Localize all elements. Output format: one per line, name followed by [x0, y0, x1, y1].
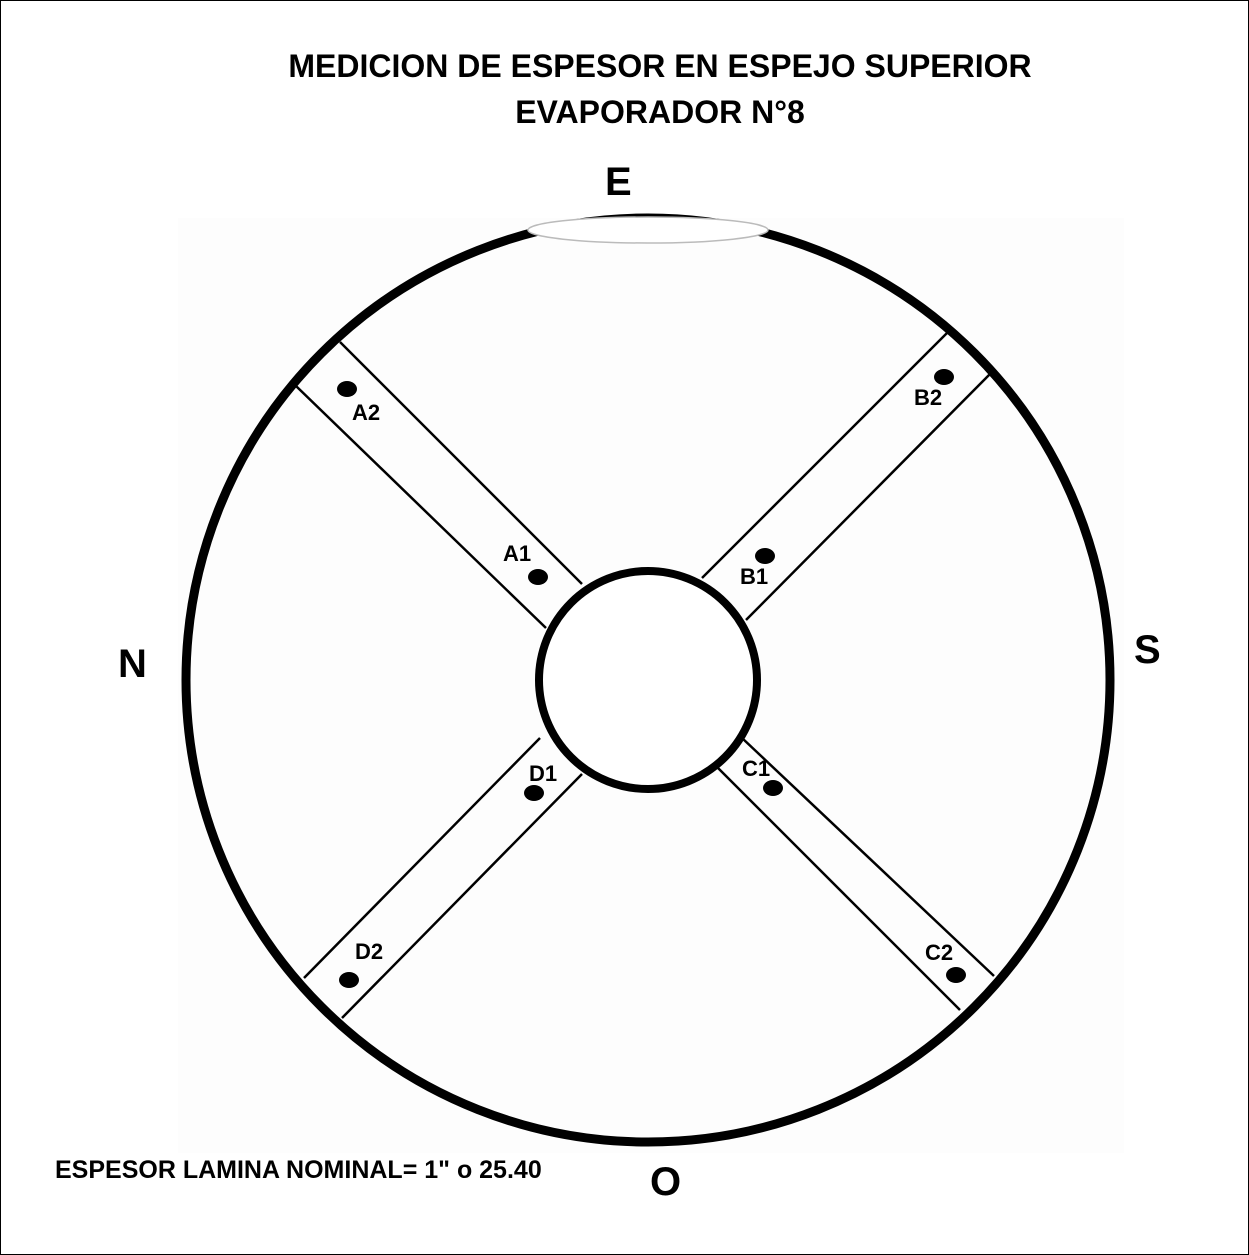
direction-east-label: E [605, 160, 632, 204]
point-c2-marker [946, 967, 966, 983]
point-d1-marker [524, 785, 544, 801]
point-b1-label: B1 [740, 564, 768, 589]
point-b2-marker [934, 369, 954, 385]
point-d1-label: D1 [529, 761, 557, 786]
diagram-title-line1: MEDICION DE ESPESOR EN ESPEJO SUPERIOR [288, 48, 1032, 84]
top-opening-ellipse [527, 216, 769, 244]
arm-d [303, 737, 583, 1019]
point-c1-marker [763, 780, 783, 796]
direction-north-label: N [118, 642, 147, 686]
point-d2-label: D2 [355, 939, 383, 964]
arm-b [701, 331, 991, 621]
direction-west-label: O [650, 1160, 682, 1204]
diagram-title-line2: EVAPORADOR N°8 [515, 94, 805, 130]
point-b2-label: B2 [914, 385, 942, 410]
point-a1-marker [528, 569, 548, 585]
point-c1-label: C1 [742, 756, 770, 781]
point-a2-marker [337, 381, 357, 397]
point-a2-label: A2 [352, 400, 380, 425]
direction-south-label: S [1134, 628, 1161, 672]
point-a1-label: A1 [503, 541, 531, 566]
nominal-thickness-note: ESPESOR LAMINA NOMINAL= 1" o 25.40 [55, 1156, 542, 1184]
central-tube-circle [535, 567, 761, 793]
point-b1-marker [755, 548, 775, 564]
point-c2-label: C2 [925, 940, 953, 965]
arm-a [295, 341, 583, 629]
arm-c [717, 737, 995, 1011]
point-d2-marker [339, 972, 359, 988]
